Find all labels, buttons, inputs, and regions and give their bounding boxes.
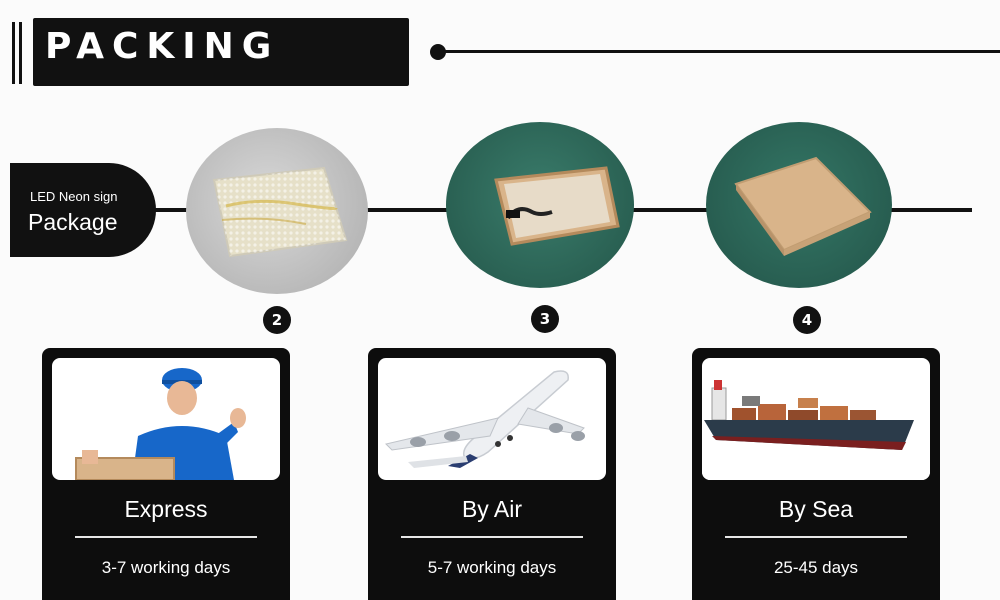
header-bar-right	[19, 22, 22, 84]
card-divider	[75, 536, 257, 538]
shipping-card-air: By Air 5-7 working days	[368, 348, 616, 600]
card-divider	[725, 536, 907, 538]
shipping-days-air: 5-7 working days	[427, 558, 557, 577]
card-divider	[401, 536, 583, 538]
step-number-3: 3	[531, 305, 559, 333]
courier-image	[52, 358, 280, 480]
header-line	[444, 50, 1000, 53]
header-banner: PACKING	[33, 18, 409, 86]
package-label-small: LED Neon sign	[30, 189, 118, 204]
package-label-big: Package	[28, 209, 118, 235]
shipping-days-sea: 25-45 days	[773, 558, 859, 577]
header-dot	[430, 44, 446, 60]
step-number-4: 4	[793, 306, 821, 334]
shipping-title-air: By Air	[461, 496, 523, 522]
page-title: PACKING	[45, 26, 280, 67]
shipping-card-express: Express 3-7 working days	[42, 348, 290, 600]
shipping-title-express: Express	[124, 496, 208, 522]
sealed-box-photo	[706, 122, 892, 288]
open-box-photo	[446, 122, 634, 288]
shipping-card-sea: By Sea 25-45 days	[692, 348, 940, 600]
cargo-ship-image	[702, 358, 930, 480]
header-bar-left	[12, 22, 15, 84]
package-tab: LED Neon sign Package	[10, 163, 156, 257]
bubble-bag-photo	[186, 128, 368, 294]
shipping-title-sea: By Sea	[778, 496, 854, 522]
step-number-2: 2	[263, 306, 291, 334]
airplane-image	[378, 358, 606, 480]
shipping-days-express: 3-7 working days	[101, 558, 231, 577]
